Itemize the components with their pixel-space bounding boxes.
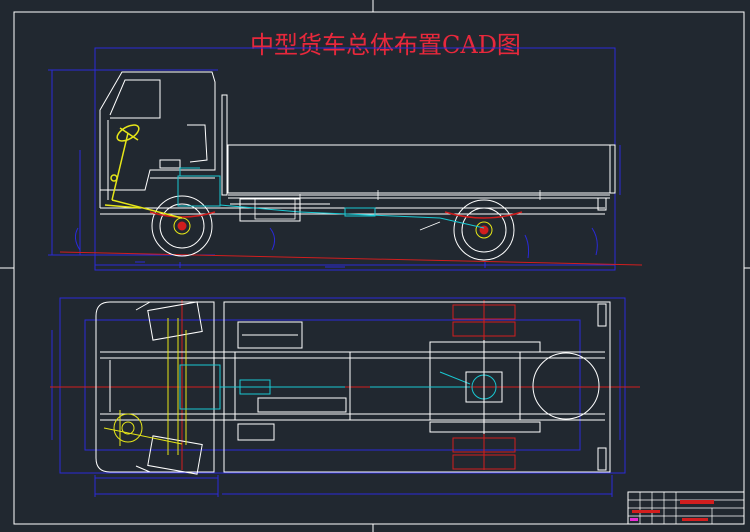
cargo-box [227, 144, 616, 211]
frame-rails [100, 198, 605, 222]
title-block [627, 491, 745, 525]
driveline [177, 167, 485, 229]
rear-axle-top [429, 340, 541, 434]
front-wheels-top [147, 301, 203, 475]
side-dimension-lines [48, 47, 621, 271]
side-view [48, 47, 643, 271]
drawing-title: 中型货车总体布置CAD图 [250, 31, 521, 59]
rear-wheels-top [452, 304, 516, 470]
frame-rails-top [100, 351, 605, 421]
chassis-detail [254, 190, 541, 231]
cab-top-outline [95, 301, 215, 473]
steering-linkage-top [103, 318, 187, 455]
top-dimension-lines [51, 297, 626, 497]
front-wheel [151, 195, 213, 257]
ground-line [59, 251, 643, 266]
drawing-border [13, 11, 745, 525]
steering-system [104, 124, 183, 219]
rear-wheel [453, 199, 515, 261]
fuel-tank [237, 321, 347, 441]
top-view [50, 297, 640, 497]
leaf-springs [149, 211, 523, 219]
driveline-top [179, 364, 497, 410]
spare-tire [532, 352, 600, 420]
